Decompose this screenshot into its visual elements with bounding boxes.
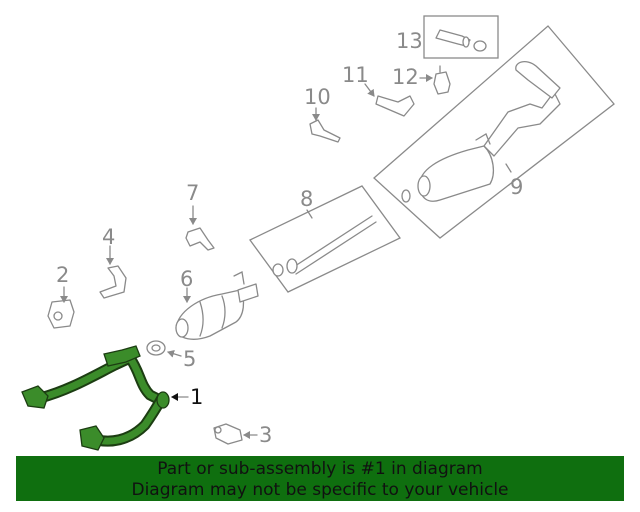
info-banner: Part or sub-assembly is #1 in diagram Di… <box>16 456 624 501</box>
callout-7[interactable]: 7 <box>186 181 199 205</box>
part-12-isolator[interactable] <box>433 65 451 95</box>
callout-11[interactable]: 11 <box>342 63 369 87</box>
callout-9[interactable]: 9 <box>510 175 523 199</box>
callout-13[interactable]: 13 <box>396 29 423 53</box>
part-7-hanger[interactable] <box>185 227 215 251</box>
part-2-hanger-bracket[interactable] <box>47 299 75 329</box>
part-10-bracket[interactable] <box>309 119 341 143</box>
callout-6[interactable]: 6 <box>180 267 193 291</box>
callout-8[interactable]: 8 <box>300 187 313 211</box>
part-3-clamp[interactable] <box>213 423 243 445</box>
callout-4[interactable]: 4 <box>102 225 115 249</box>
part-5-gasket[interactable] <box>146 340 166 356</box>
callout-10[interactable]: 10 <box>304 85 331 109</box>
callout-5[interactable]: 5 <box>183 347 196 371</box>
callout-2[interactable]: 2 <box>56 263 69 287</box>
part-4-bracket[interactable] <box>99 265 127 299</box>
part-13-tailpipe-tip[interactable] <box>423 15 499 59</box>
banner-line-1: Part or sub-assembly is #1 in diagram <box>157 459 483 479</box>
part-8-intermediate-pipe[interactable] <box>249 185 401 293</box>
part-11-bracket[interactable] <box>375 95 415 117</box>
part-1-y-pipe[interactable] <box>21 345 170 451</box>
callout-1[interactable]: 1 <box>190 385 203 409</box>
part-9-muffler-assembly[interactable] <box>373 25 615 239</box>
callout-12[interactable]: 12 <box>392 65 419 89</box>
callout-3[interactable]: 3 <box>259 423 272 447</box>
banner-line-2: Diagram may not be specific to your vehi… <box>131 480 509 500</box>
part-6-catalytic-converter[interactable] <box>175 271 259 340</box>
